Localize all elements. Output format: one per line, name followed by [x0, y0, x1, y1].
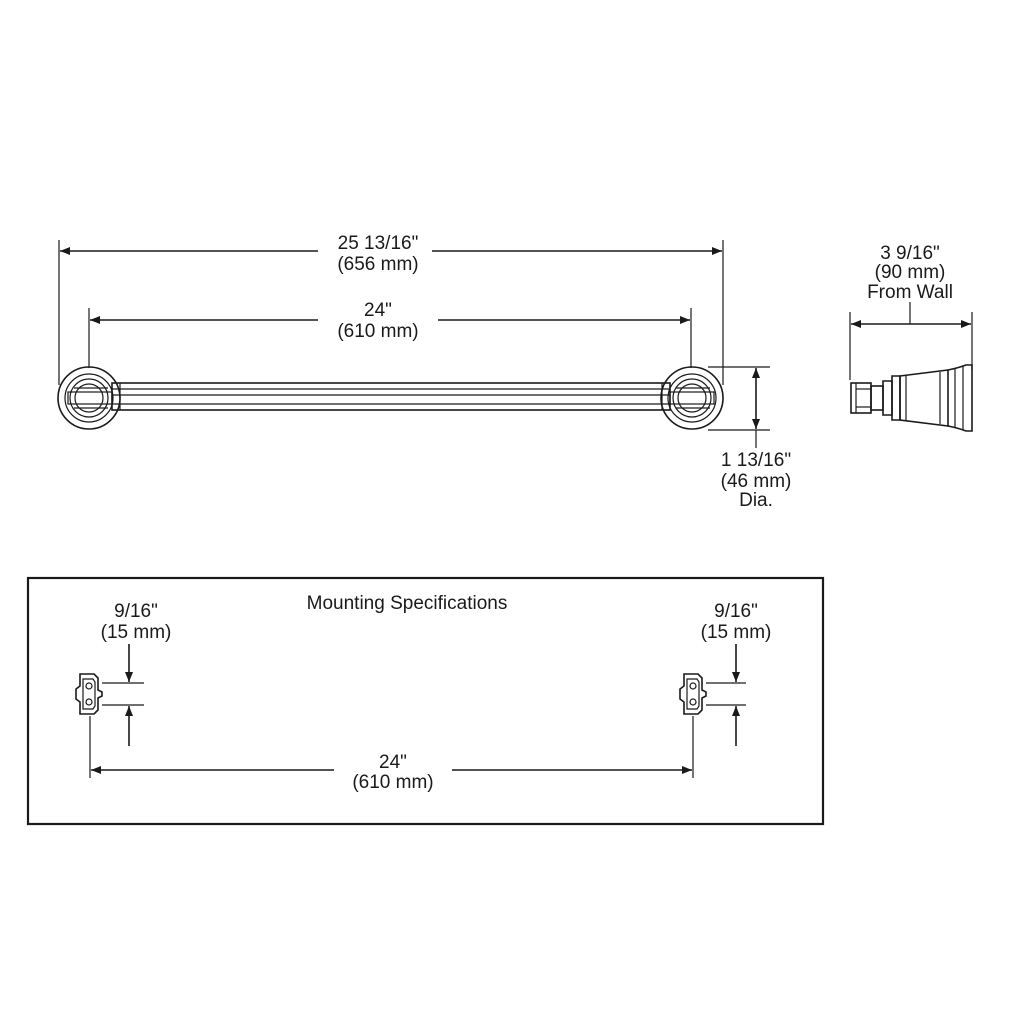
- diameter-note: Dia.: [739, 490, 773, 511]
- bar-length-imperial: 24": [364, 300, 392, 321]
- projection-note: From Wall: [867, 282, 953, 303]
- left-offset-imperial: 9/16": [114, 601, 158, 622]
- diameter-imperial: 1 13/16": [721, 450, 791, 471]
- left-offset-metric: (15 mm): [101, 622, 172, 643]
- projection-imperial: 3 9/16": [880, 243, 940, 264]
- mounting-specifications-panel: Mounting Specifications 9/16" (15 mm) 9/…: [26, 576, 825, 826]
- towel-bar: [111, 382, 671, 411]
- spacing-imperial: 24": [379, 752, 407, 773]
- right-post-rosette: [660, 366, 724, 430]
- bar-length-metric: (610 mm): [337, 321, 418, 342]
- front-view: 25 13/16" (656 mm) 24" (610 mm): [57, 233, 792, 511]
- mounting-title: Mounting Specifications: [307, 593, 508, 614]
- right-offset-metric: (15 mm): [701, 622, 772, 643]
- overall-length-metric: (656 mm): [337, 254, 418, 275]
- right-offset-imperial: 9/16": [714, 601, 758, 622]
- diameter-metric: (46 mm): [721, 471, 792, 492]
- left-mounting-bracket: [75, 673, 103, 715]
- post-side-profile: [850, 364, 973, 432]
- side-view: 3 9/16" (90 mm) From Wall: [849, 243, 973, 432]
- projection-metric: (90 mm): [875, 262, 946, 283]
- right-mounting-bracket: [679, 673, 707, 715]
- overall-length-imperial: 25 13/16": [338, 233, 419, 254]
- left-post-rosette: [57, 366, 121, 430]
- spacing-metric: (610 mm): [352, 772, 433, 793]
